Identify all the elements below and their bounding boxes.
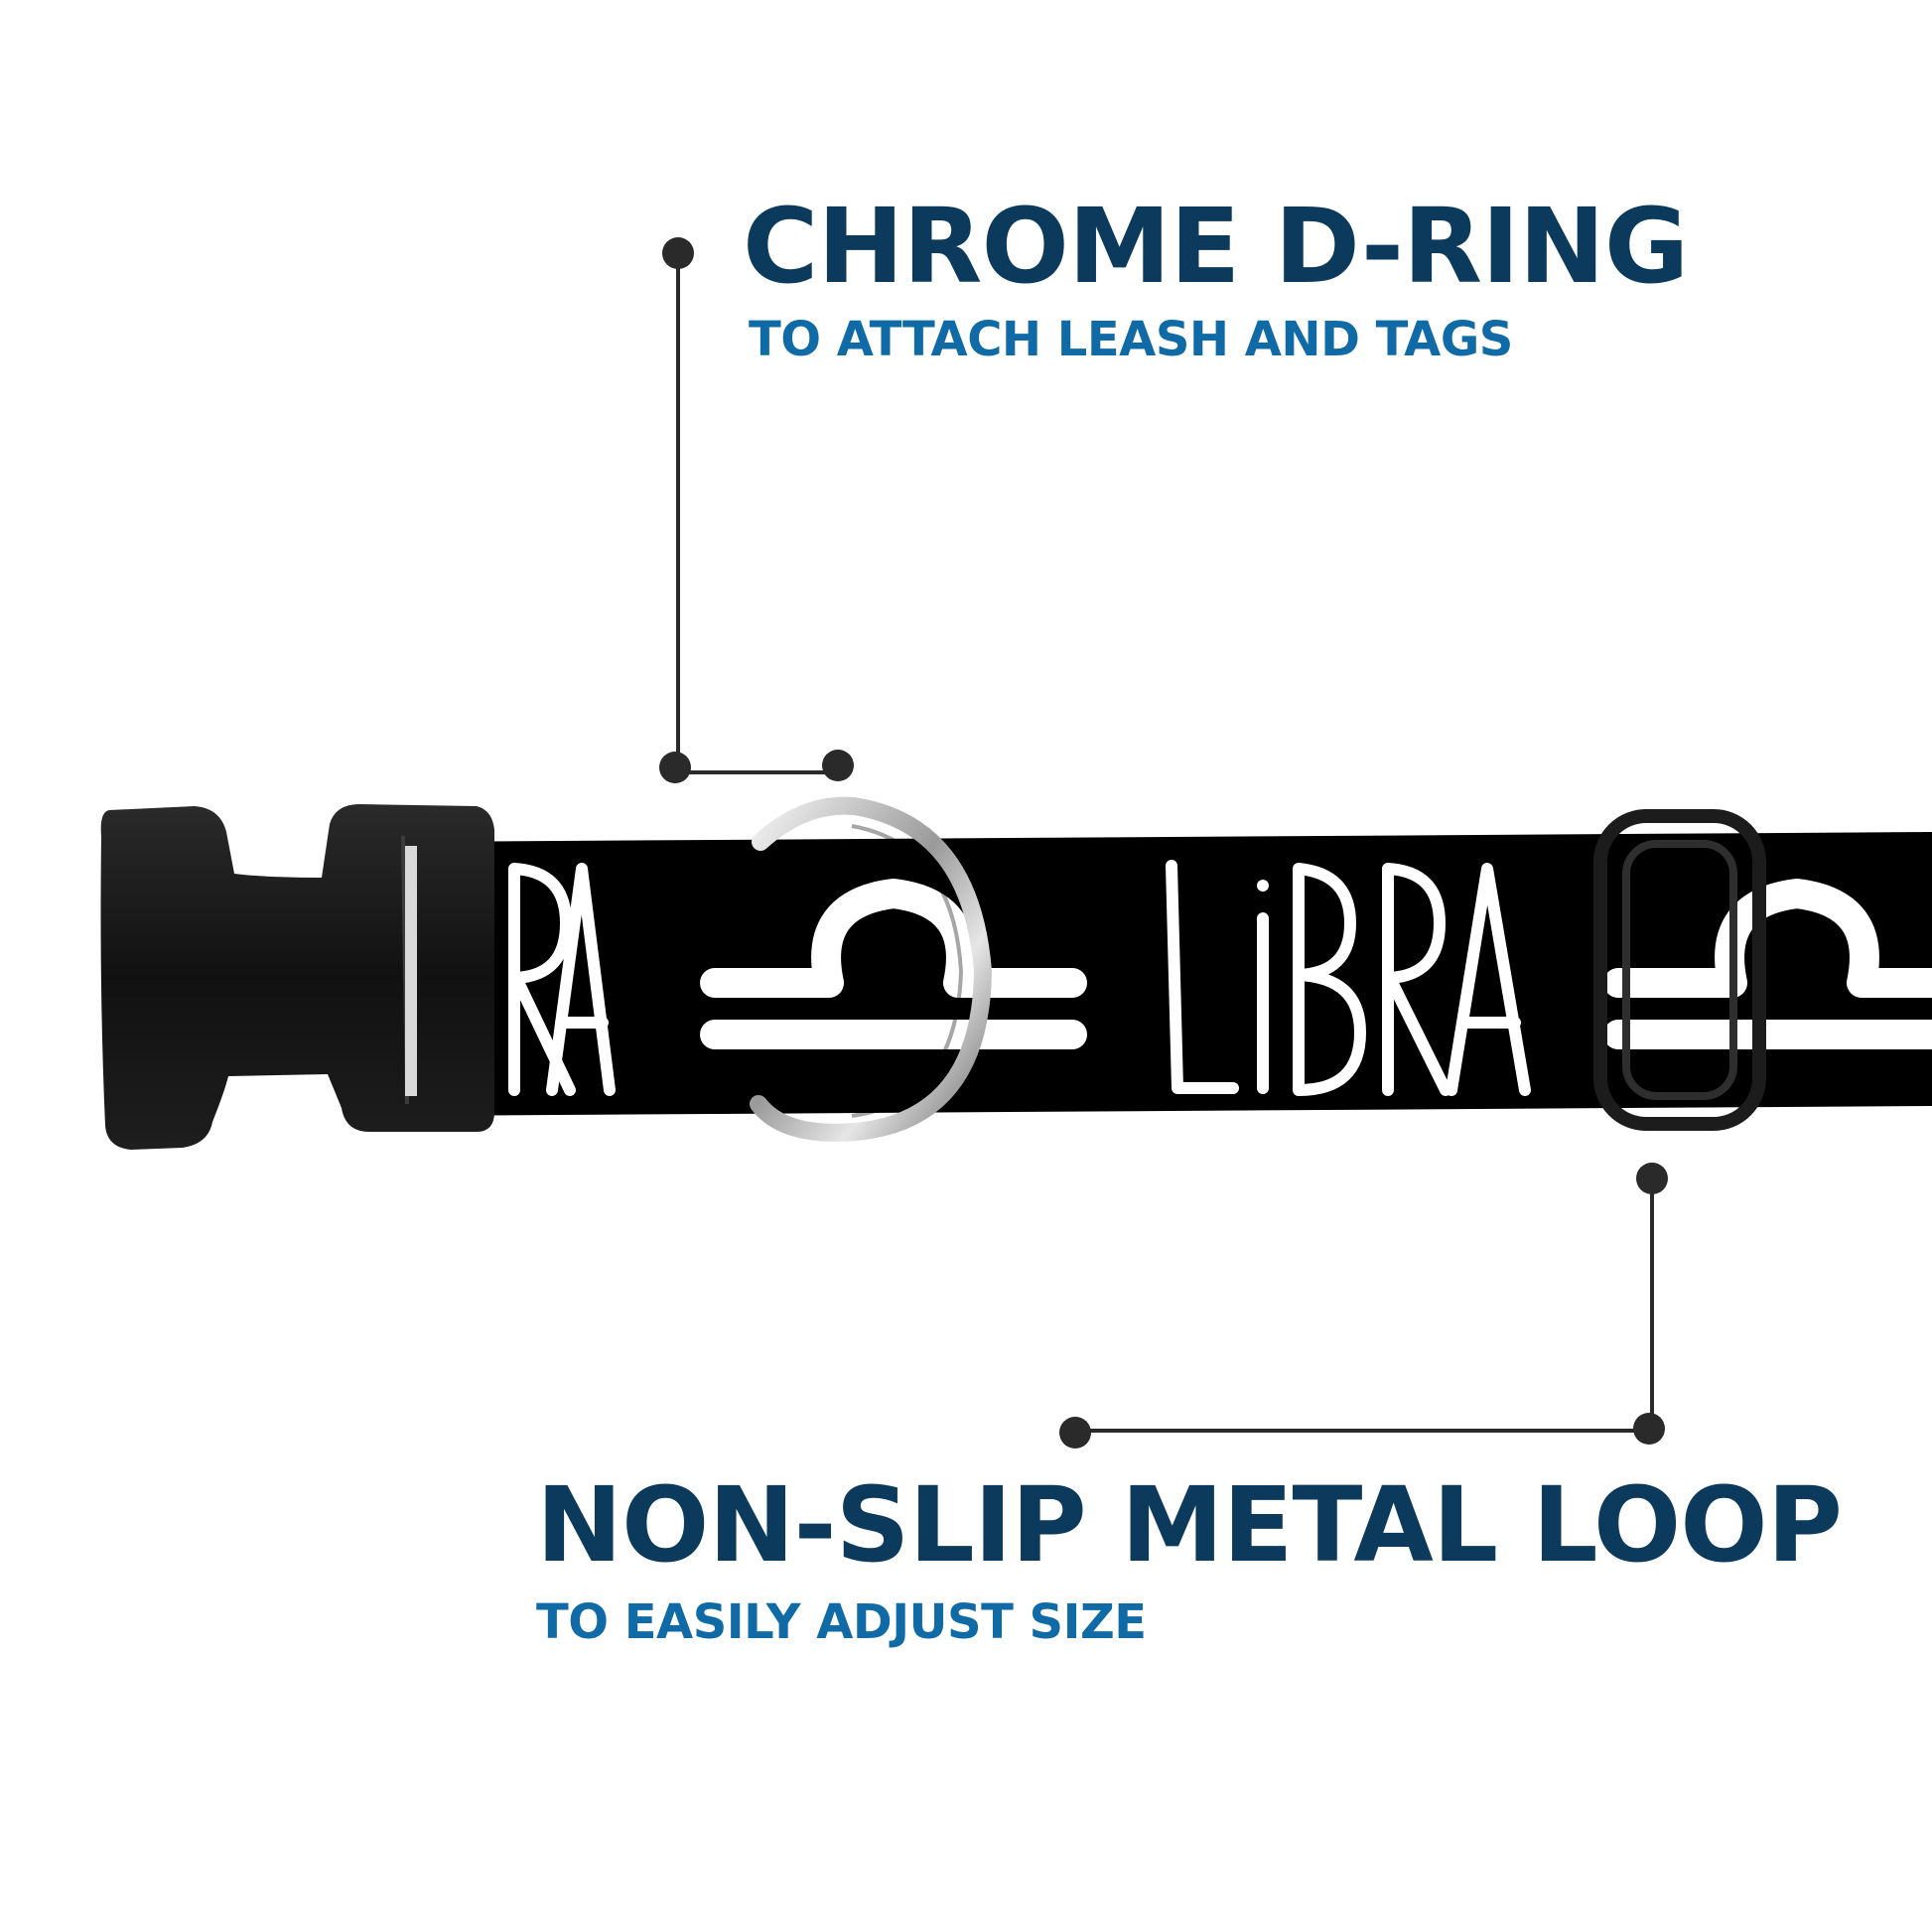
libra-symbol-icon [700,879,1087,1049]
d-ring-callout-title: CHROME D-RING [743,186,1689,307]
metal-loop-leader-dot [1633,1413,1665,1445]
d-ring-leader-dot [662,237,694,269]
metal-loop-leader-dot [1636,1163,1668,1194]
d-ring-leader-dot [659,752,691,783]
collar-print-word [1166,860,1531,1096]
d-ring-leader-dot [822,750,854,781]
d-ring-icon [750,796,993,1142]
metal-loop-callout-subtitle: TO EASILY ADJUST SIZE [536,1594,1147,1650]
metal-loop-leader [1075,1178,1654,1433]
metal-loop-leader-dot [1059,1417,1091,1449]
d-ring-leader [675,253,836,774]
metal-loop-callout-title: NON-SLIP METAL LOOP [536,1464,1843,1586]
buckle-icon [100,804,494,1150]
d-ring-callout-subtitle: TO ATTACH LEASH AND TAGS [749,312,1513,367]
slide-loop-icon [1593,809,1766,1131]
